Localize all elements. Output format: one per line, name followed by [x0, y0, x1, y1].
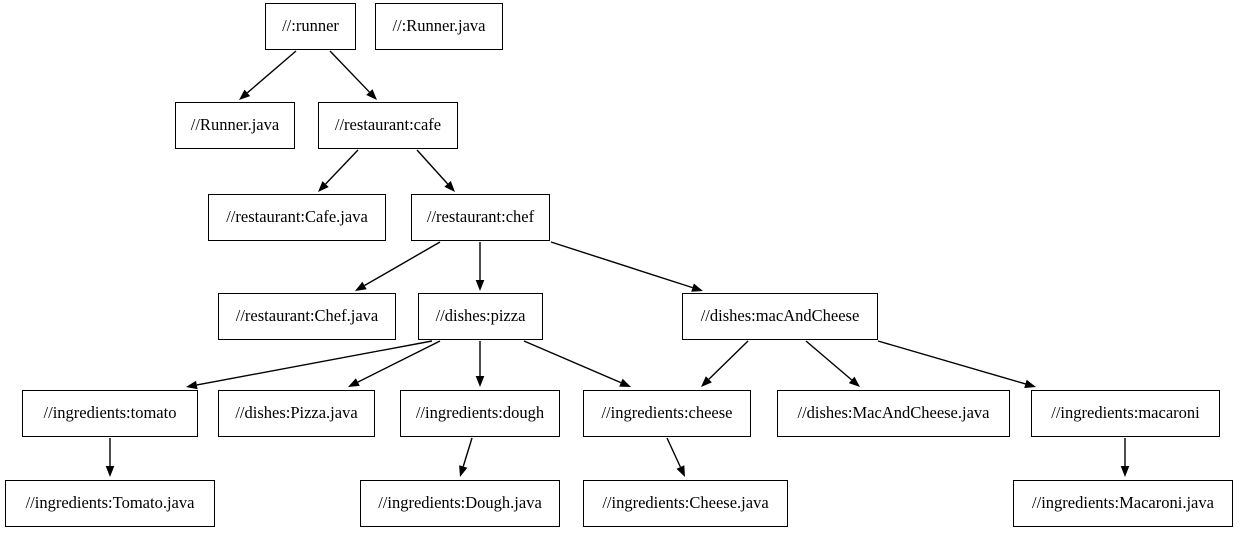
graph-node-label: //:Runner.java	[392, 16, 486, 36]
graph-node-label: //restaurant:chef	[426, 207, 535, 227]
graph-node-label: //dishes:Pizza.java	[235, 403, 358, 423]
graph-node-ing_cheese[interactable]: //ingredients:cheese	[583, 390, 751, 437]
graph-node-label: //Runner.java	[190, 115, 280, 135]
graph-node-label: //ingredients:dough	[415, 403, 545, 423]
graph-node-label: //ingredients:Macaroni.java	[1032, 493, 1214, 513]
graph-node-dishes_pizza_java[interactable]: //dishes:Pizza.java	[218, 390, 375, 437]
graph-node-restaurant_chef_java[interactable]: //restaurant:Chef.java	[218, 293, 396, 340]
graph-node-dishes_pizza[interactable]: //dishes:pizza	[418, 293, 543, 340]
graph-node-runner_java[interactable]: //Runner.java	[175, 102, 295, 149]
graph-node-label: //ingredients:cheese	[601, 403, 733, 423]
graph-node-label: //ingredients:macaroni	[1051, 403, 1200, 423]
graph-node-label: //restaurant:Cafe.java	[226, 207, 368, 227]
graph-node-ing_macaroni[interactable]: //ingredients:macaroni	[1031, 390, 1220, 437]
graph-node-label: //restaurant:cafe	[334, 115, 442, 135]
graph-node-ing_tomato[interactable]: //ingredients:tomato	[22, 390, 198, 437]
graph-node-ing_cheese_java[interactable]: //ingredients:Cheese.java	[583, 480, 788, 527]
graph-node-restaurant_cafe_java[interactable]: //restaurant:Cafe.java	[208, 194, 386, 241]
graph-node-root_runner_java[interactable]: //:Runner.java	[375, 3, 503, 50]
graph-node-ing_dough[interactable]: //ingredients:dough	[400, 390, 560, 437]
graph-node-label: //dishes:pizza	[435, 306, 526, 326]
graph-node-label: //ingredients:Dough.java	[378, 493, 542, 513]
graph-node-label: //restaurant:Chef.java	[235, 306, 379, 326]
graph-node-label: //dishes:macAndCheese	[700, 306, 860, 326]
graph-node-label: //ingredients:Cheese.java	[602, 493, 769, 513]
graph-node-label: //ingredients:Tomato.java	[25, 493, 195, 513]
graph-node-ing_tomato_java[interactable]: //ingredients:Tomato.java	[5, 480, 215, 527]
graph-node-ing_dough_java[interactable]: //ingredients:Dough.java	[360, 480, 560, 527]
graph-node-ing_macaroni_java[interactable]: //ingredients:Macaroni.java	[1013, 480, 1233, 527]
graph-node-label: //dishes:MacAndCheese.java	[797, 403, 990, 423]
graph-node-label: //ingredients:tomato	[43, 403, 177, 423]
graph-node-label: //:runner	[282, 16, 339, 36]
graph-node-dishes_macandcheese_java[interactable]: //dishes:MacAndCheese.java	[777, 390, 1010, 437]
graph-node-dishes_macandcheese[interactable]: //dishes:macAndCheese	[682, 293, 878, 340]
graph-node-restaurant_cafe[interactable]: //restaurant:cafe	[318, 102, 458, 149]
graph-node-restaurant_chef[interactable]: //restaurant:chef	[411, 194, 550, 241]
graph-node-runner[interactable]: //:runner	[265, 3, 356, 50]
